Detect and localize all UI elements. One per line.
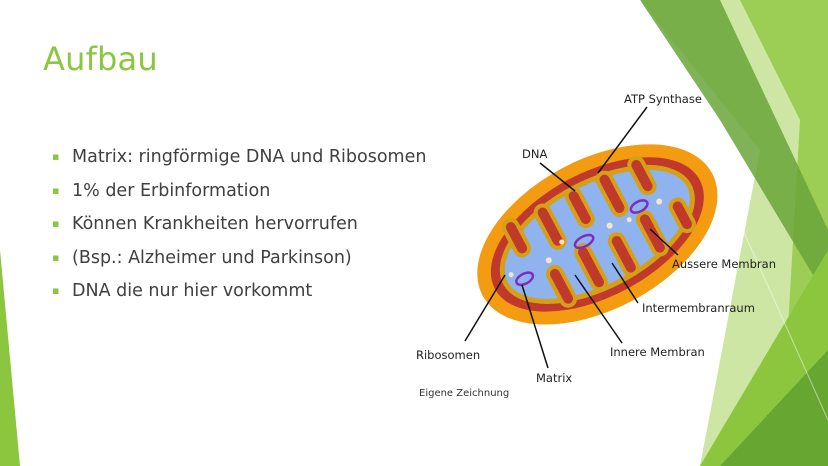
bullet-item: ▪Matrix: ringförmige DNA und Ribosomen <box>52 147 427 167</box>
label-atp-synthase: ATP Synthase <box>624 92 702 106</box>
label-ribosomen: Ribosomen <box>416 348 480 362</box>
mitochondrion-diagram: ATP Synthase DNA Aussere Membran Interme… <box>416 92 776 385</box>
dna-rings <box>515 199 649 287</box>
label-innere-membran: Innere Membran <box>610 345 705 359</box>
bullet-item: ▪1% der Erbinformation <box>52 180 271 201</box>
square-bullet-icon: ▪ <box>52 284 60 297</box>
label-intermembranraum: Intermembranraum <box>642 301 755 315</box>
bullet-item: ▪DNA die nur hier vorkommt <box>52 281 313 301</box>
label-pointer-lines <box>464 106 679 369</box>
label-matrix: Matrix <box>536 371 572 385</box>
slide-title: Aufbau <box>43 40 158 78</box>
square-bullet-icon: ▪ <box>52 250 60 264</box>
bullet-list: ▪Matrix: ringförmige DNA und Ribosomen ▪… <box>50 146 426 314</box>
diagram-caption: Eigene Zeichnung <box>419 388 510 399</box>
square-bullet-icon: ▪ <box>52 217 60 230</box>
square-bullet-icon: ▪ <box>52 183 60 197</box>
square-bullet-icon: ▪ <box>52 150 60 163</box>
bullet-item: ▪(Bsp.: Alzheimer und Parkinson) <box>52 247 352 268</box>
ribosome-dots <box>508 198 663 278</box>
bullet-item: ▪Können Krankheiten hervorrufen <box>52 214 358 234</box>
label-aussere-membran: Aussere Membran <box>672 257 776 271</box>
inner-membrane-cristae <box>501 155 697 308</box>
label-dna: DNA <box>522 147 547 161</box>
